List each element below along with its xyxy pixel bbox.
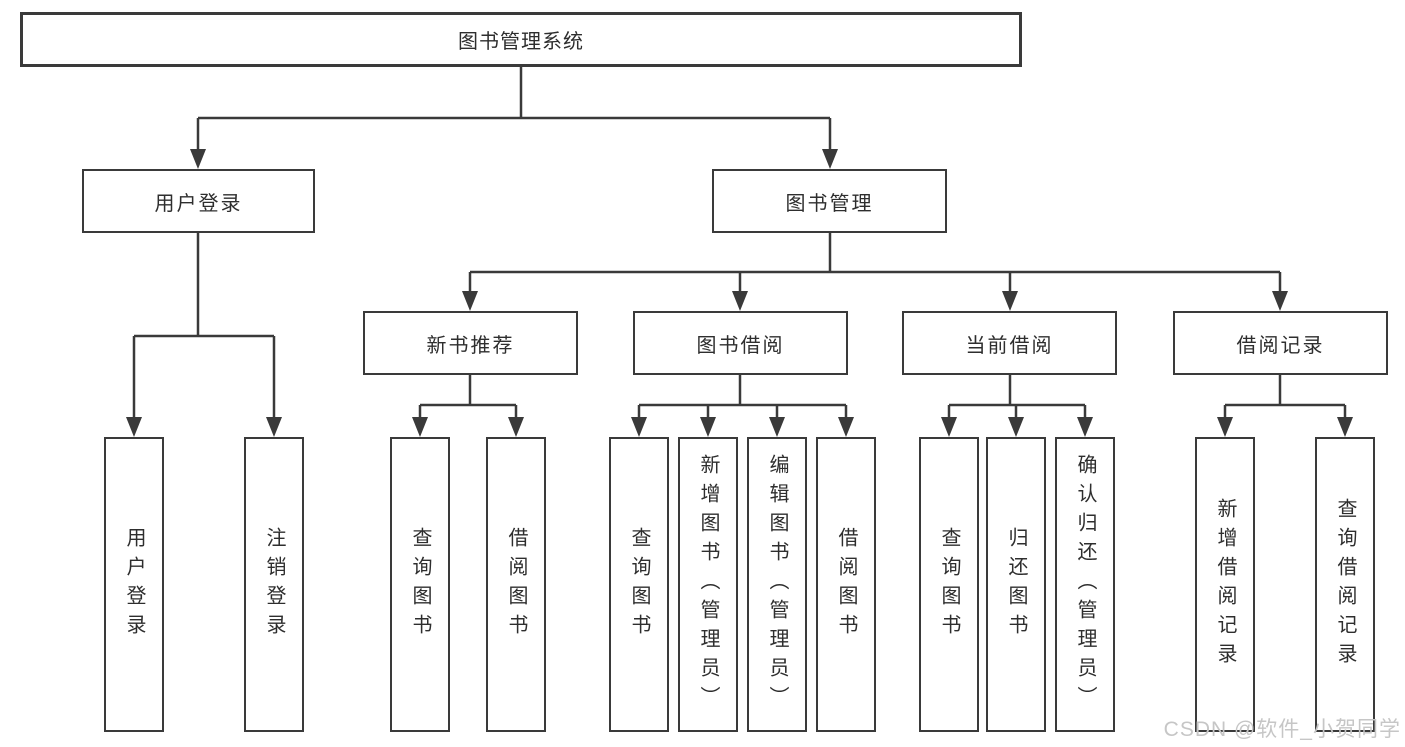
leaf-query-book-2: 查询图书 <box>609 437 669 732</box>
node-borrow-records-label: 借阅记录 <box>1236 334 1325 357</box>
watermark-text: CSDN @软件_小贺同学 <box>1163 718 1401 741</box>
leaf-query-book-1-label: 查询图书 <box>409 526 431 643</box>
leaf-query-book-2-label: 查询图书 <box>628 526 650 643</box>
arrow-down-icon <box>631 417 647 437</box>
leaf-return-book: 归还图书 <box>986 437 1046 732</box>
arrow-down-icon <box>1077 417 1093 437</box>
leaf-confirm-return-admin-label: 确认归还（管理员） <box>1074 454 1096 715</box>
leaf-add-borrow-record-label: 新增借阅记录 <box>1214 497 1236 672</box>
leaf-add-book-admin: 新增图书（管理员） <box>678 437 738 732</box>
arrow-down-icon <box>822 149 838 169</box>
leaf-return-book-label: 归还图书 <box>1005 526 1027 643</box>
node-new-book-recommend-label: 新书推荐 <box>426 334 515 357</box>
node-root-label: 图书管理系统 <box>458 31 584 53</box>
leaf-logout-label: 注销登录 <box>263 526 285 643</box>
arrow-down-icon <box>1002 291 1018 311</box>
node-book-borrow: 图书借阅 <box>633 311 848 375</box>
connector-newbook-to-leaves <box>418 375 518 420</box>
leaf-borrow-book-2: 借阅图书 <box>816 437 876 732</box>
node-book-management: 图书管理 <box>712 169 947 233</box>
arrow-down-icon <box>732 291 748 311</box>
connector-current-to-leaves <box>947 375 1087 420</box>
arrow-down-icon <box>412 417 428 437</box>
connector-login-to-leaves <box>132 233 276 420</box>
arrow-down-icon <box>190 149 206 169</box>
arrow-down-icon <box>508 417 524 437</box>
arrow-down-icon <box>941 417 957 437</box>
leaf-borrow-book-1: 借阅图书 <box>486 437 546 732</box>
arrow-down-icon <box>769 417 785 437</box>
node-book-management-label: 图书管理 <box>785 192 874 215</box>
leaf-borrow-book-2-label: 借阅图书 <box>835 526 857 643</box>
leaf-query-book-3: 查询图书 <box>919 437 979 732</box>
leaf-query-borrow-record: 查询借阅记录 <box>1315 437 1375 732</box>
arrow-down-icon <box>1272 291 1288 311</box>
leaf-query-book-1: 查询图书 <box>390 437 450 732</box>
leaf-user-login: 用户登录 <box>104 437 164 732</box>
connector-records-to-leaves <box>1223 375 1347 420</box>
leaf-query-borrow-record-label: 查询借阅记录 <box>1334 497 1356 672</box>
arrow-down-icon <box>838 417 854 437</box>
connector-management-to-level3 <box>468 233 1282 294</box>
arrow-down-icon <box>1217 417 1233 437</box>
node-new-book-recommend: 新书推荐 <box>363 311 578 375</box>
leaf-add-borrow-record: 新增借阅记录 <box>1195 437 1255 732</box>
node-root: 图书管理系统 <box>20 12 1022 67</box>
leaf-edit-book-admin-label: 编辑图书（管理员） <box>766 454 788 715</box>
arrow-down-icon <box>1008 417 1024 437</box>
leaf-edit-book-admin: 编辑图书（管理员） <box>747 437 807 732</box>
connector-root-to-level2 <box>196 67 832 152</box>
node-user-login-label: 用户登录 <box>154 192 243 215</box>
arrow-down-icon <box>126 417 142 437</box>
leaf-logout: 注销登录 <box>244 437 304 732</box>
arrow-down-icon <box>700 417 716 437</box>
leaf-borrow-book-1-label: 借阅图书 <box>505 526 527 643</box>
leaf-confirm-return-admin: 确认归还（管理员） <box>1055 437 1115 732</box>
connector-borrow-to-leaves <box>637 375 848 420</box>
arrow-down-icon <box>266 417 282 437</box>
node-book-borrow-label: 图书借阅 <box>696 334 785 357</box>
leaf-user-login-label: 用户登录 <box>123 526 145 643</box>
node-current-borrow-label: 当前借阅 <box>965 334 1054 357</box>
arrow-down-icon <box>1337 417 1353 437</box>
leaf-add-book-admin-label: 新增图书（管理员） <box>697 454 719 715</box>
node-user-login: 用户登录 <box>82 169 315 233</box>
arrow-down-icon <box>462 291 478 311</box>
node-current-borrow: 当前借阅 <box>902 311 1117 375</box>
leaf-query-book-3-label: 查询图书 <box>938 526 960 643</box>
node-borrow-records: 借阅记录 <box>1173 311 1388 375</box>
